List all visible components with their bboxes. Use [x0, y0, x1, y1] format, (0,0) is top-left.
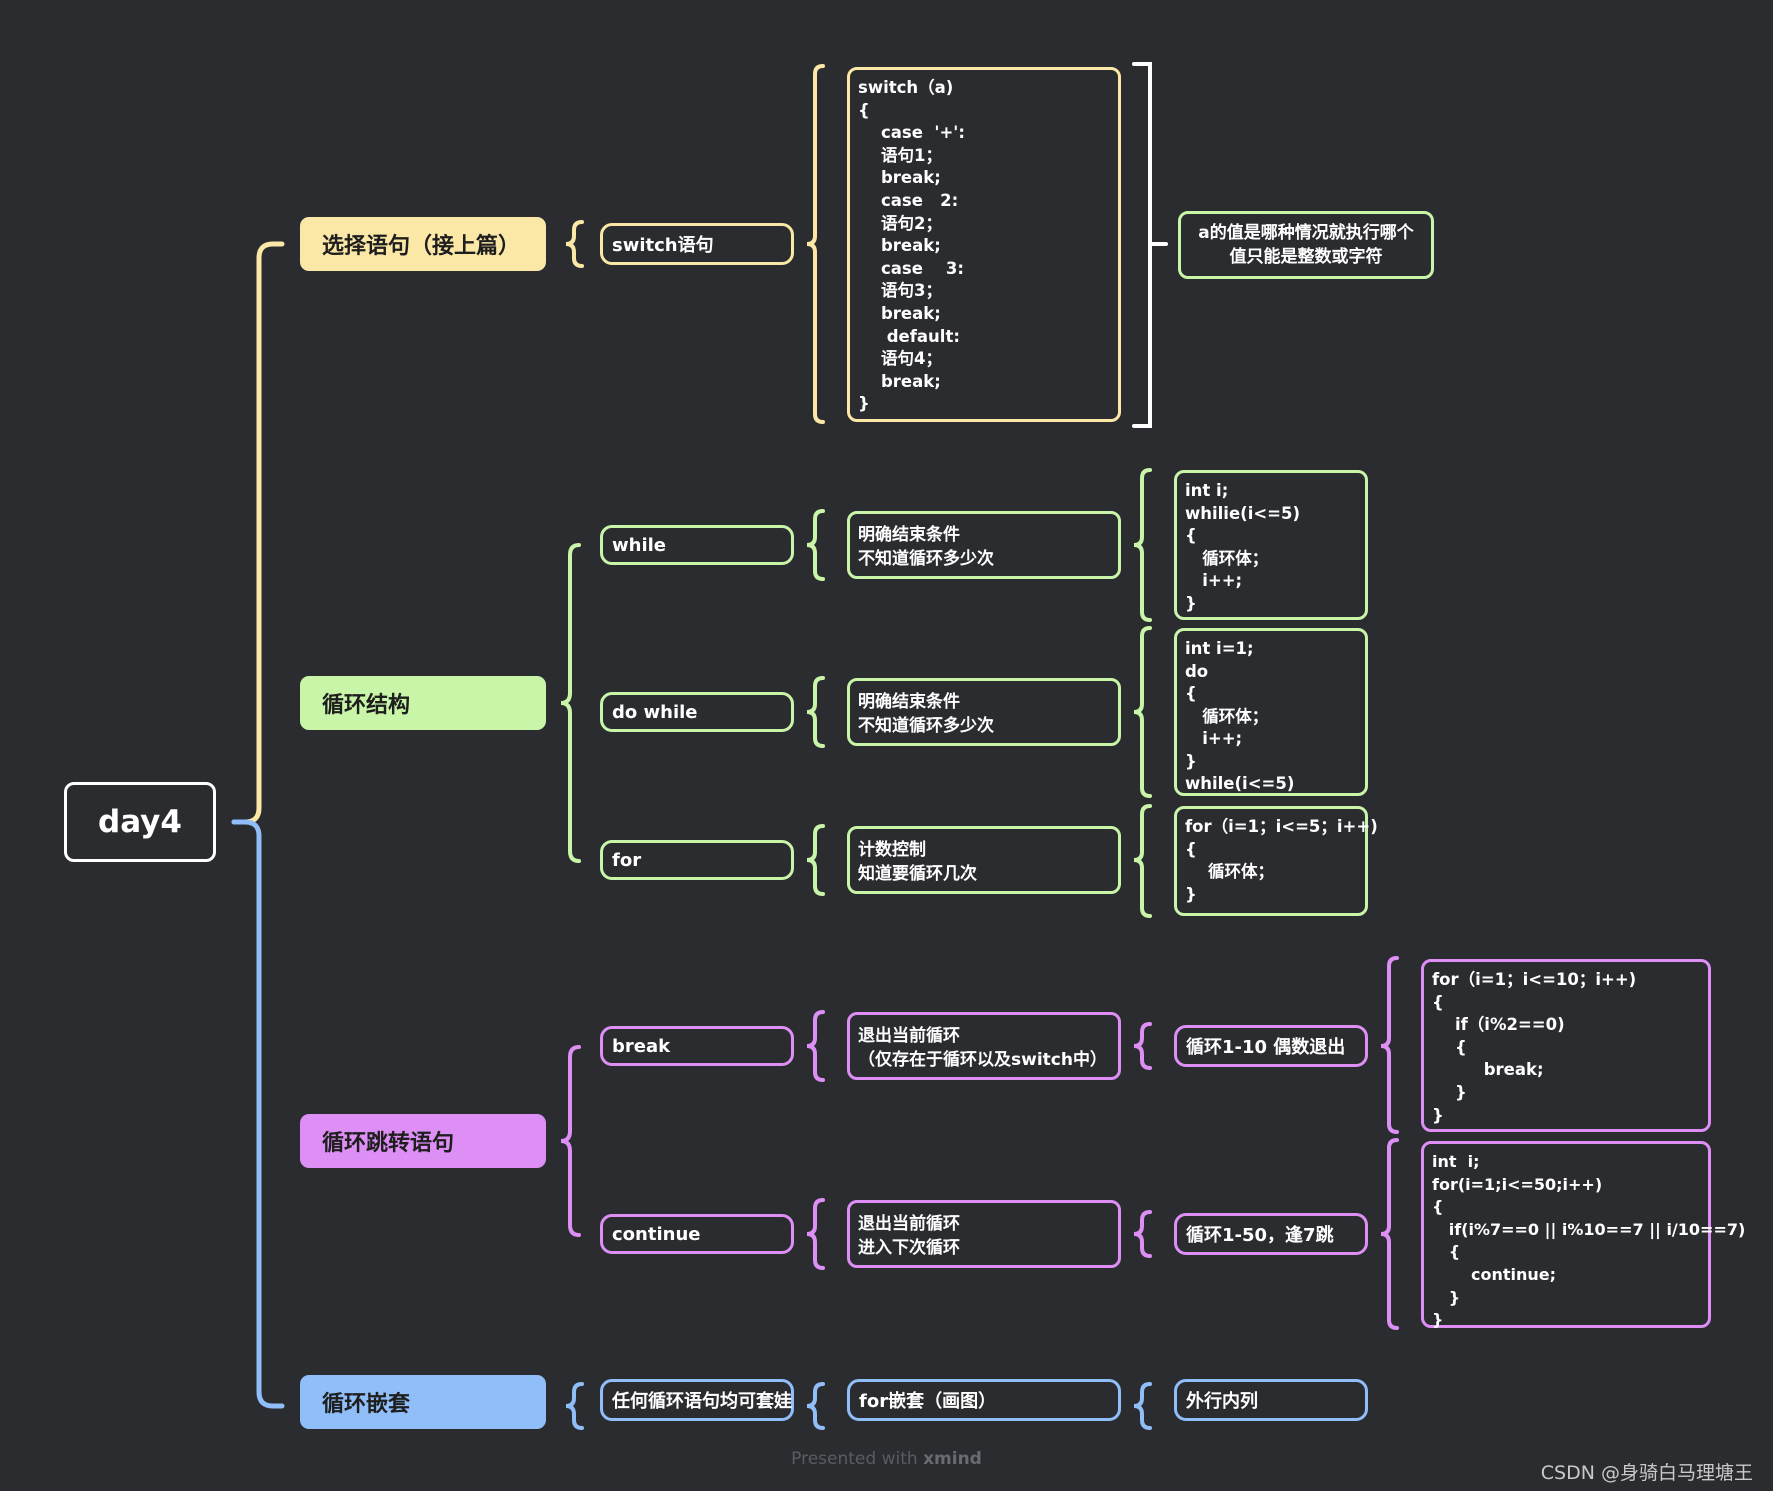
break-example-node[interactable]: 循环1-10 偶数退出 — [1174, 1025, 1368, 1067]
while-desc-node[interactable]: 明确结束条件 不知道循环多少次 — [847, 511, 1121, 579]
do-while-code-node[interactable]: int i=1; do { 循环体； i++; } while(i<=5) — [1174, 628, 1368, 796]
for-code-node[interactable]: for（i=1；i<=5；i++) { 循环体； } — [1174, 806, 1378, 916]
root-connector-yellow — [231, 241, 285, 825]
switch-statement-node[interactable]: switch语句 — [600, 223, 794, 265]
brace-nesting-2 — [806, 1382, 825, 1430]
break-desc-node[interactable]: 退出当前循环 （仅存在于循环以及switch中） — [847, 1012, 1121, 1080]
brace-for-code — [1133, 804, 1152, 918]
brace-for — [806, 824, 825, 896]
nesting-desc-node[interactable]: for嵌套（画图） — [847, 1379, 1121, 1421]
footer-credit: Presented with xmind — [0, 1449, 1773, 1469]
branch-loop-jump[interactable]: 循环跳转语句 — [300, 1114, 546, 1168]
brace-switch-code — [806, 64, 825, 424]
branch-selection-statement[interactable]: 选择语句（接上篇） — [300, 217, 546, 271]
brace-dowhile-code — [1133, 626, 1152, 798]
continue-code-node[interactable]: int i; for(i=1;i<=50;i++) { if(i%7==0 ||… — [1421, 1141, 1745, 1329]
brace-continue — [806, 1198, 825, 1270]
loop-bracket — [560, 543, 581, 863]
continue-example-node[interactable]: 循环1-50，逢7跳 — [1174, 1213, 1368, 1255]
root-connector-blue — [231, 819, 285, 1409]
brace-while — [806, 509, 825, 581]
root-node[interactable]: day4 — [64, 782, 216, 862]
brace-while-code — [1133, 468, 1152, 622]
brace-switch — [565, 220, 584, 268]
brace-break-code — [1380, 956, 1399, 1134]
do-while-desc-node[interactable]: 明确结束条件 不知道循环多少次 — [847, 678, 1121, 746]
jump-bracket — [560, 1045, 581, 1237]
break-node[interactable]: break — [600, 1026, 794, 1066]
brace-break — [806, 1010, 825, 1082]
watermark: CSDN @身骑白马理塘王 — [1540, 1462, 1753, 1484]
brace-continue-example — [1133, 1210, 1152, 1258]
for-node[interactable]: for — [600, 840, 794, 880]
continue-desc-node[interactable]: 退出当前循环 进入下次循环 — [847, 1200, 1121, 1268]
continue-node[interactable]: continue — [600, 1214, 794, 1254]
brace-nesting-3 — [1133, 1382, 1152, 1430]
brace-continue-code — [1380, 1138, 1399, 1330]
branch-loop-nesting[interactable]: 循环嵌套 — [300, 1375, 546, 1429]
while-node[interactable]: while — [600, 525, 794, 565]
bracket-switch-note — [1132, 62, 1168, 428]
brace-dowhile — [806, 676, 825, 748]
brace-nesting-1 — [565, 1382, 584, 1430]
while-code-node[interactable]: int i; whilie(i<=5) { 循环体； i++; } — [1174, 470, 1368, 620]
do-while-node[interactable]: do while — [600, 692, 794, 732]
footer-prefix: Presented with — [791, 1449, 918, 1469]
nesting-note-node[interactable]: 外行内列 — [1174, 1379, 1368, 1421]
brace-break-example — [1133, 1022, 1152, 1070]
nesting-item-node[interactable]: 任何循环语句均可套娃 — [600, 1379, 794, 1421]
branch-loop-structure[interactable]: 循环结构 — [300, 676, 546, 730]
switch-note-node[interactable]: a的值是哪种情况就执行哪个 值只能是整数或字符 — [1178, 211, 1434, 279]
for-desc-node[interactable]: 计数控制 知道要循环几次 — [847, 826, 1121, 894]
break-code-node[interactable]: for（i=1；i<=10；i++) { if（i%2==0) { break;… — [1421, 959, 1711, 1132]
switch-code-node[interactable]: switch（a) { case '+': 语句1； break; case 2… — [847, 67, 1121, 422]
xmind-logo: xmind — [923, 1449, 982, 1469]
